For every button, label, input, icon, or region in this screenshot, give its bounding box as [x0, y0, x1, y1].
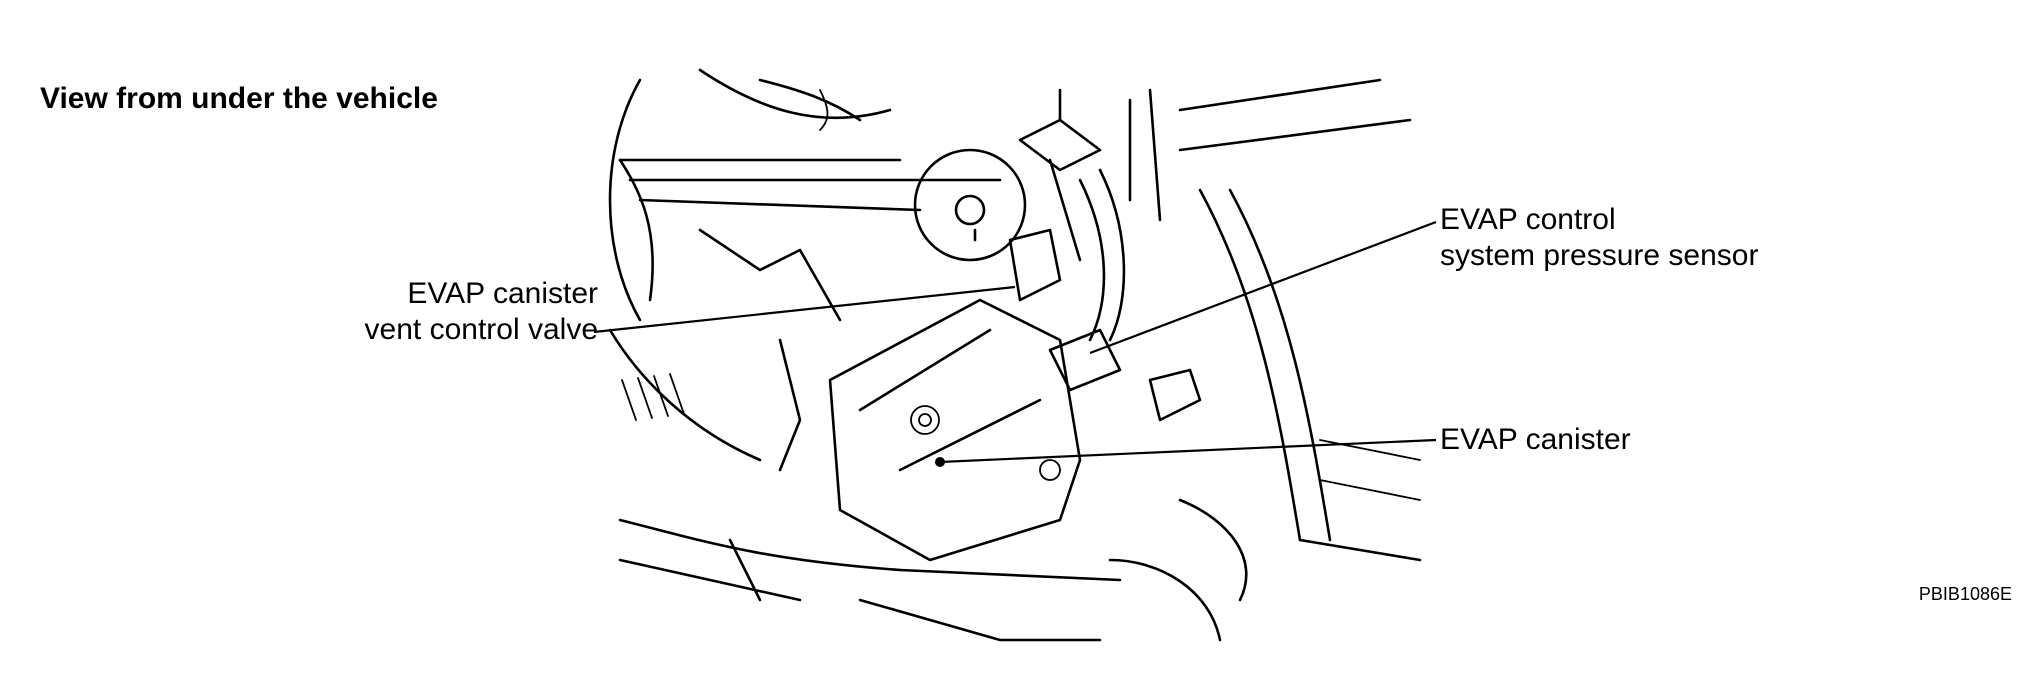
frame-lines	[618, 158, 1122, 642]
callout-sensor-line1: EVAP control	[1440, 203, 1616, 236]
callout-vent-control-valve: EVAP canister vent control valve	[365, 276, 598, 348]
callout-pressure-sensor: EVAP control system pressure sensor	[1440, 202, 1758, 274]
pressure-sensor-assembly	[1048, 88, 1202, 422]
callout-canister-line1: EVAP canister	[1440, 423, 1631, 456]
callout-vent-line2: vent control valve	[364, 313, 598, 346]
right-frame	[1108, 78, 1422, 642]
callout-evap-canister: EVAP canister	[1440, 422, 1631, 458]
vent-valve-assembly	[913, 88, 1102, 302]
wheel-outline	[608, 68, 892, 462]
leader-canister	[939, 438, 1437, 464]
canister-body	[828, 298, 1082, 562]
callout-sensor-line2: system pressure sensor	[1440, 239, 1759, 272]
leader-vent-valve	[593, 285, 1016, 334]
view-title: View from under the vehicle	[40, 82, 438, 115]
figure-id: PBIB1086E	[1918, 584, 2012, 604]
leader-lines	[593, 220, 1437, 464]
leader-pressure-sensor	[1089, 220, 1437, 355]
callout-vent-line1: EVAP canister	[407, 277, 598, 310]
